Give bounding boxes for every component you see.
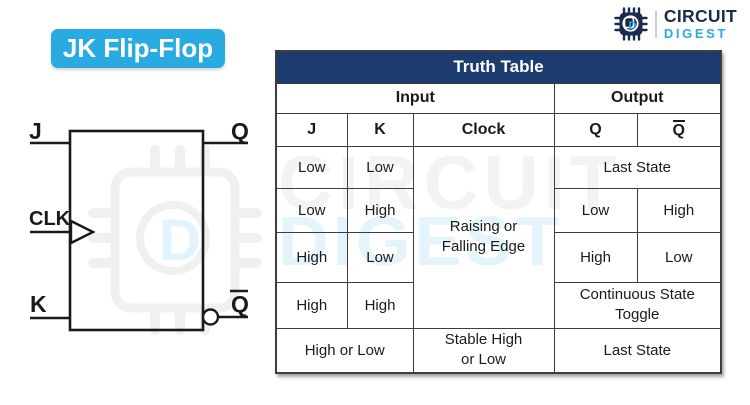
col-header-k: K: [346, 112, 414, 147]
cell-r2-q: Low: [553, 187, 638, 233]
cell-r3-qbar: Low: [636, 231, 722, 283]
j-input-label: J: [29, 118, 42, 144]
input-group-header: Input: [275, 82, 555, 114]
k-input-label: K: [30, 291, 47, 317]
inversion-bubble-icon: [201, 308, 220, 326]
truth-table-title: Truth Table: [275, 50, 722, 84]
clk-input-label: CLK: [29, 208, 71, 230]
chip-letter: D: [628, 20, 636, 32]
cell-r4-j: High: [275, 281, 348, 329]
page-title: JK Flip-Flop: [51, 29, 225, 68]
table-row: High High Continuous State Toggle: [275, 281, 722, 329]
logo-divider: [654, 10, 657, 38]
col-header-clock: Clock: [412, 112, 555, 147]
logo-wordmark: CIRCUIT DIGEST: [663, 5, 737, 42]
column-header-row: J K Clock Q Q: [275, 112, 722, 147]
cell-r2-k: High: [346, 187, 414, 233]
group-header-row: Input Output: [275, 82, 722, 114]
table-row: Low High Low High: [275, 187, 722, 233]
cell-r2-j: Low: [275, 187, 348, 233]
r5-clock-line2: or Low: [460, 351, 507, 369]
clock-span-line2: Falling Edge: [441, 238, 526, 255]
truth-table: Truth Table Input Output J K Clock Q Q L…: [275, 50, 723, 374]
brand-logo: D CIRCUIT DIGEST: [614, 7, 737, 41]
table-row: Low Low Raising or Falling Edge Last Sta…: [275, 145, 722, 329]
cell-r4-k: High: [346, 281, 414, 329]
cell-r3-j: High: [275, 231, 348, 283]
cell-r2-qbar: High: [636, 187, 722, 233]
table-row: High or Low Stable High or Low Last Stat…: [275, 327, 722, 374]
q-output-label: Q: [231, 118, 249, 144]
cell-r4-output: Continuous State Toggle: [553, 281, 722, 329]
col-header-q: Q: [553, 112, 638, 147]
r4-output-line1: Continuous State: [579, 285, 695, 303]
output-group-header: Output: [553, 82, 722, 114]
cell-r1-j: Low: [275, 145, 348, 189]
cell-clock-span: Raising or Falling Edge: [412, 145, 555, 329]
qbar-header-text: Q: [672, 119, 685, 139]
cell-r1-output: Last State: [553, 145, 722, 189]
col-header-qbar: Q: [636, 112, 722, 147]
r5-clock-line1: Stable High: [444, 331, 523, 348]
truth-table-title-row: Truth Table: [275, 50, 722, 84]
chip-watermark-letter: D: [159, 208, 201, 273]
clock-span-line1: Raising or: [449, 217, 518, 235]
cell-r5-output: Last State: [553, 327, 722, 374]
qbar-output-label: Q: [231, 291, 249, 317]
cell-r1-k: Low: [346, 145, 414, 189]
jk-flipflop-diagram: J CLK K Q Q: [29, 118, 249, 332]
cell-r5-clock: Stable High or Low: [412, 327, 555, 374]
clock-edge-triangle-icon: [69, 219, 96, 245]
logo-digest-text: DIGEST: [663, 26, 728, 42]
cell-r3-q: High: [553, 231, 638, 283]
chip-watermark-icon: D: [88, 145, 262, 335]
r4-output-line2: Toggle: [615, 306, 660, 323]
cell-r5-jk: High or Low: [275, 327, 414, 374]
logo-circuit-text: CIRCUIT: [663, 5, 737, 26]
cell-r3-k: Low: [346, 231, 414, 283]
chip-icon: D: [614, 7, 648, 41]
col-header-j: J: [275, 112, 348, 147]
table-row: High Low High Low: [275, 231, 722, 283]
